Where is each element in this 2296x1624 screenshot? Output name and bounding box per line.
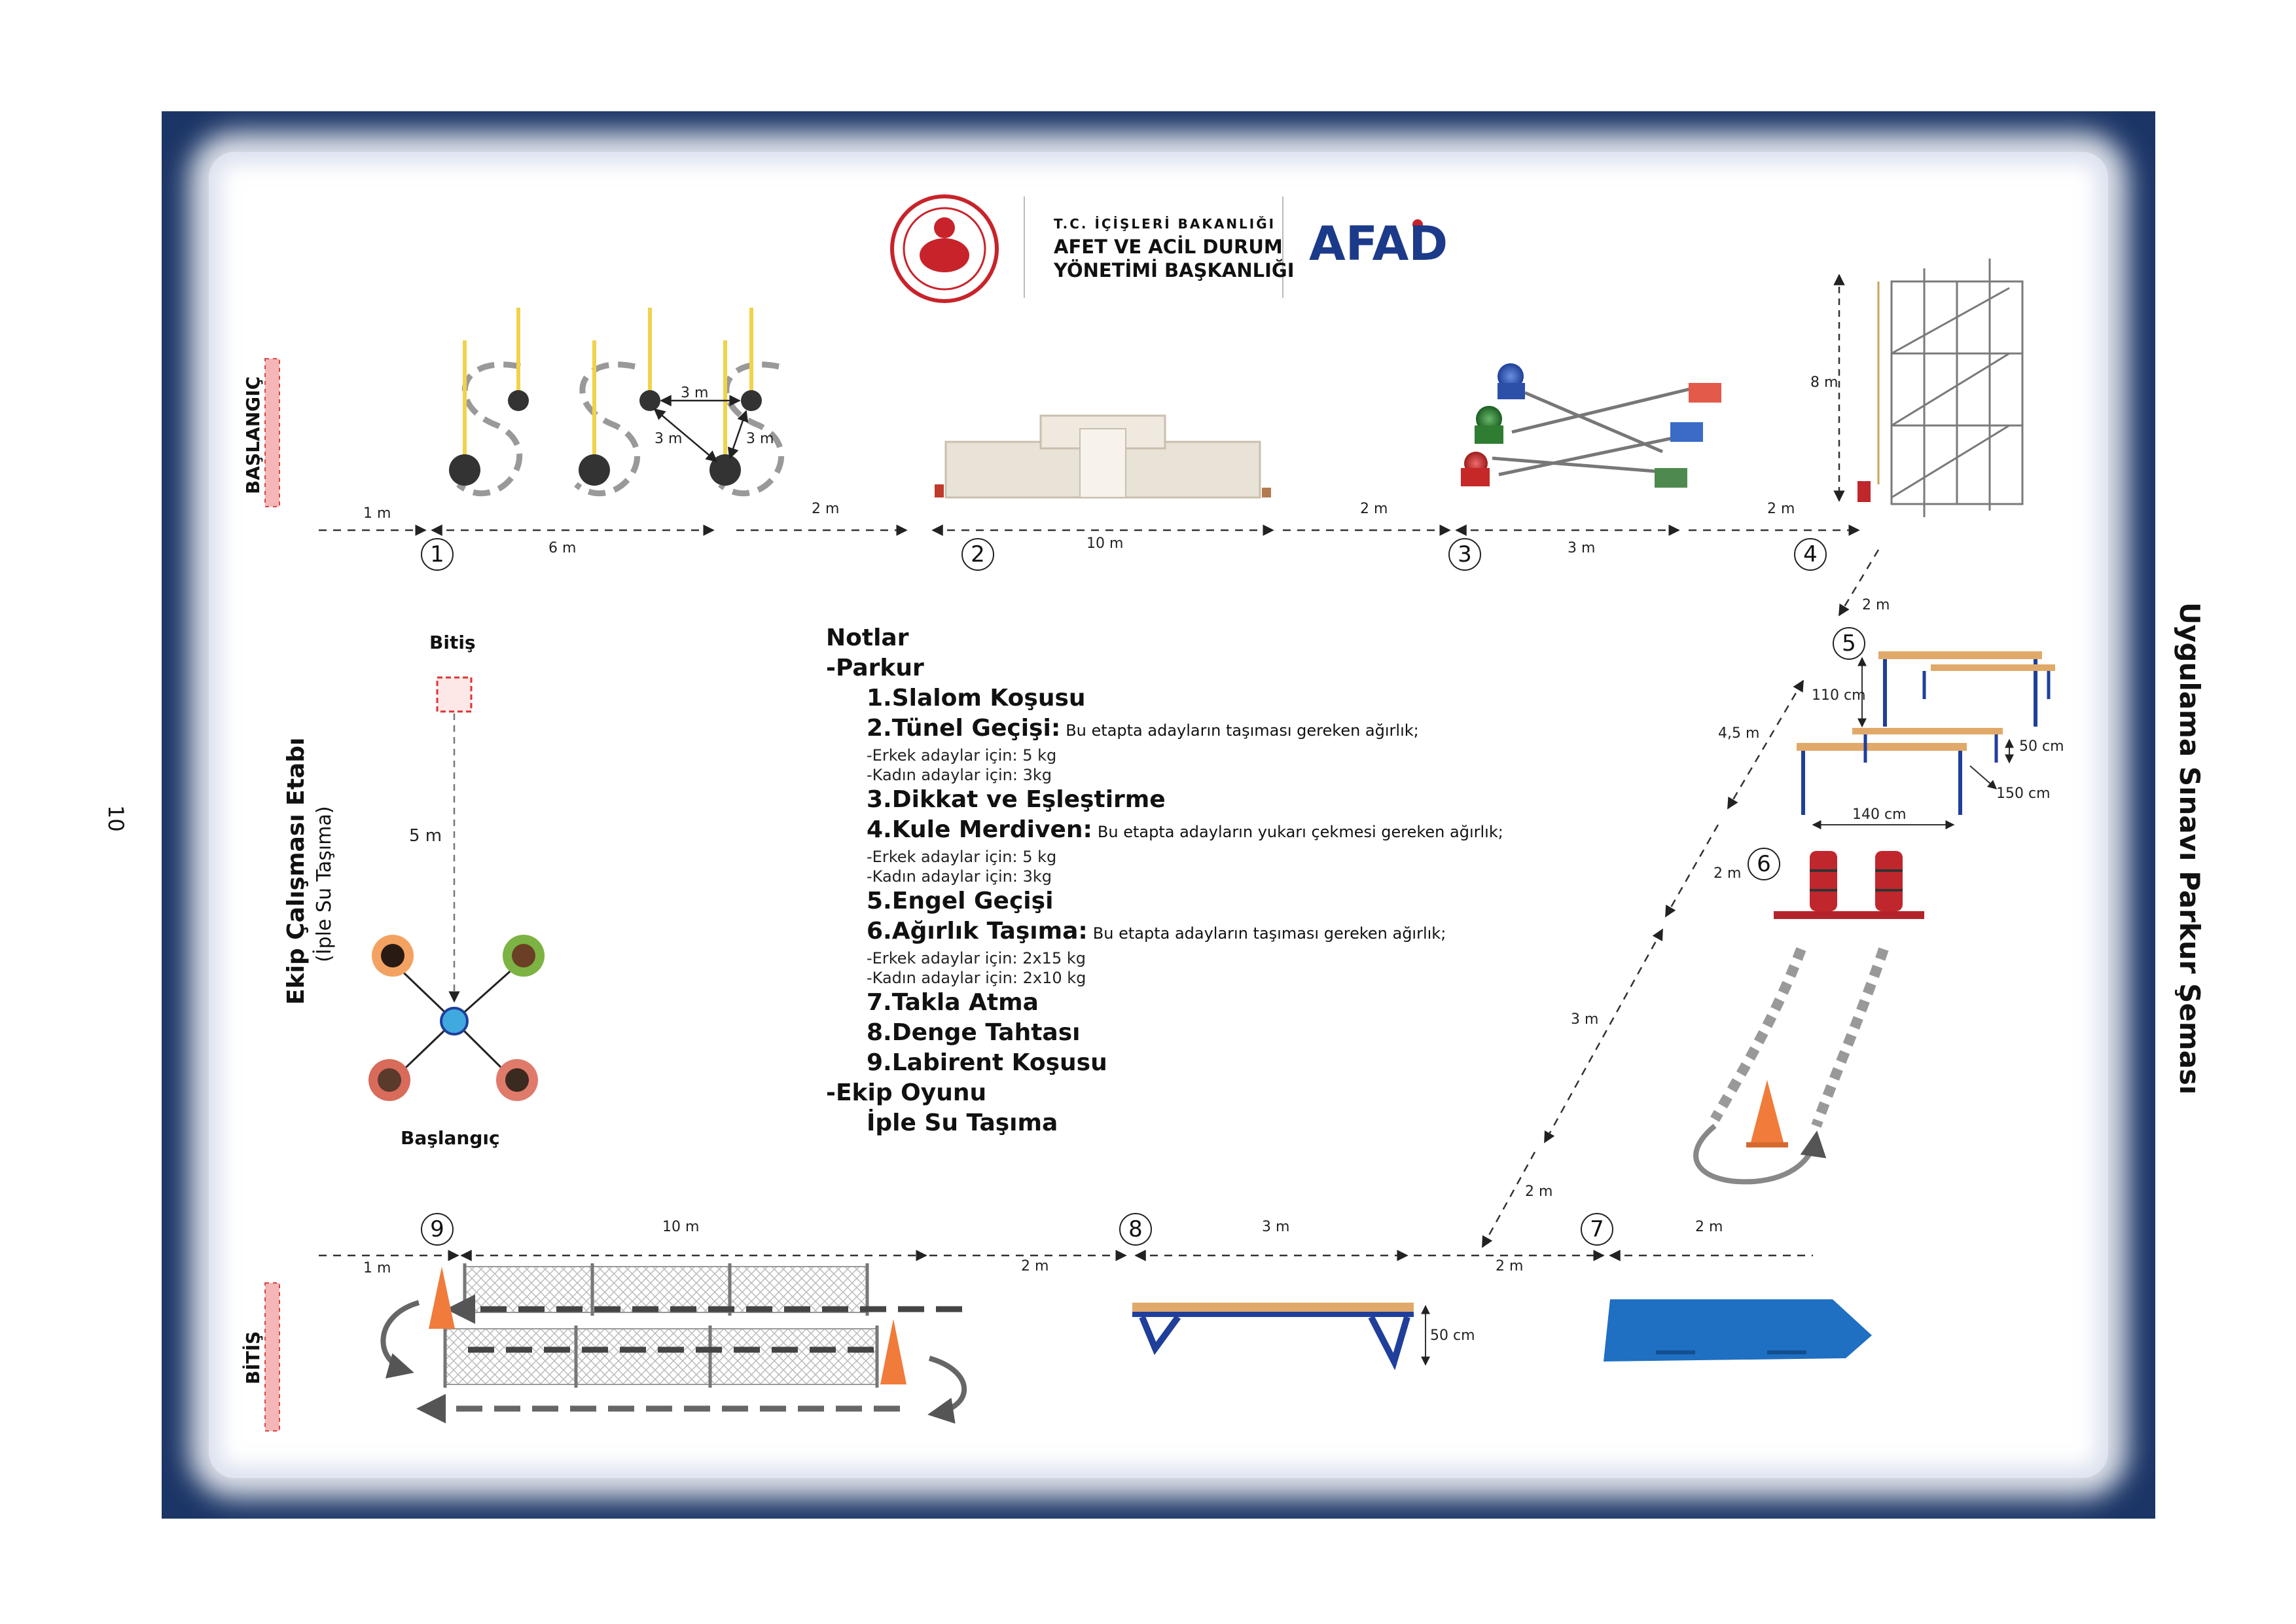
slalom-dim-3m-a: 3 m — [681, 385, 709, 401]
person-icon — [368, 1059, 410, 1101]
dim-2m-a: 2 m — [812, 501, 840, 517]
hurdles — [1797, 651, 2055, 829]
notes-team-game-item: İple Su Taşıma — [867, 1110, 1058, 1136]
dim-1m-top: 1 m — [363, 505, 391, 522]
note-item-4: 4.Kule Merdiven:Bu etapta adayların yuka… — [867, 816, 1503, 843]
notes-parkur: -Parkur — [826, 655, 924, 681]
notes-team-game: -Ekip Oyunu — [826, 1079, 987, 1106]
note-item-2-detail: Bu etapta adayların taşıması gereken ağı… — [1066, 721, 1419, 740]
afad-registered-icon — [1412, 219, 1423, 230]
side-title: Uygulama Sınavı Parkur Şeması — [2174, 602, 2206, 1095]
station-5: 5 — [1833, 627, 1865, 660]
start-bar — [264, 358, 280, 507]
dim-3m-bottom: 3 m — [1262, 1219, 1290, 1235]
station-6: 6 — [1748, 848, 1780, 880]
dim-10m-bottom: 10 m — [662, 1219, 700, 1235]
tumbling-mat — [1604, 1299, 1872, 1362]
note-item-6-female: -Kadın adaylar için: 2x10 kg — [867, 969, 1086, 987]
dim-1m-bottom: 1 m — [363, 1260, 391, 1276]
ministry-seal-icon — [890, 194, 999, 303]
team-game — [368, 676, 545, 1101]
note-item-3: 3.Dikkat ve Eşleştirme — [867, 786, 1166, 813]
right-diagonal-dimensions — [1481, 549, 1880, 1248]
note-item-2: 2.Tünel Geçişi:Bu etapta adayların taşım… — [867, 715, 1419, 742]
note-item-1: 1.Slalom Koşusu — [867, 685, 1086, 712]
notes-panel: Notlar -Parkur 1.Slalom Koşusu 2.Tünel G… — [826, 623, 1503, 1138]
note-item-7: 7.Takla Atma — [867, 989, 1039, 1016]
station-1: 1 — [421, 538, 454, 571]
dim-2m-b: 2 m — [1360, 501, 1388, 517]
station-8: 8 — [1119, 1213, 1152, 1246]
dim-140cm: 140 cm — [1852, 806, 1907, 823]
team-start-label: Başlangıç — [401, 1127, 500, 1149]
dim-110cm: 110 cm — [1812, 687, 1866, 704]
dim-3m-top: 3 m — [1568, 540, 1596, 556]
slalom-dim-3m-b: 3 m — [655, 431, 683, 447]
ministry-line1: T.C. İÇİŞLERİ BAKANLIĞI — [1054, 216, 1276, 232]
note-item-2-female: -Kadın adaylar için: 3kg — [867, 766, 1052, 784]
dim-2m-diag1: 2 m — [1862, 597, 1890, 613]
finish-label: BİTİŞ — [242, 1331, 264, 1384]
station-3: 3 — [1448, 538, 1481, 571]
page-number: 10 — [103, 805, 128, 832]
matching-station — [1461, 363, 1721, 488]
maze — [380, 1263, 967, 1424]
station-7: 7 — [1581, 1213, 1613, 1246]
station-2: 2 — [961, 538, 994, 571]
note-item-6-detail: Bu etapta adayların taşıması gereken ağı… — [1092, 924, 1446, 943]
dim-4-5m: 4,5 m — [1718, 725, 1760, 742]
note-item-4-detail: Bu etapta adayların yukarı çekmesi gerek… — [1097, 823, 1503, 841]
ladder-tower — [1857, 259, 2024, 517]
dim-150cm: 150 cm — [1996, 785, 2051, 802]
tunnel — [935, 414, 1271, 499]
dim-3m-diag: 3 m — [1571, 1011, 1599, 1028]
dim-6m: 6 m — [548, 540, 577, 556]
balance-beam — [1132, 1303, 1430, 1371]
finish-bar — [264, 1282, 280, 1432]
start-label: BAŞLANGIÇ — [242, 376, 264, 494]
note-item-8: 8.Denge Tahtası — [867, 1019, 1081, 1046]
carry-path — [1693, 947, 1889, 1185]
note-item-9: 9.Labirent Koşusu — [867, 1049, 1107, 1076]
station-4: 4 — [1794, 538, 1827, 571]
note-item-4-female: -Kadın adaylar için: 3kg — [867, 867, 1052, 886]
dim-10m-top: 10 m — [1086, 535, 1124, 552]
note-item-5: 5.Engel Geçişi — [867, 888, 1054, 914]
dim-50cm-hurdle: 50 cm — [2019, 738, 2064, 755]
dim-2m-c: 2 m — [1767, 501, 1795, 517]
team-section-subtitle: (İple Su Taşıma) — [313, 806, 336, 962]
dim-2m-bottom-a: 2 m — [1021, 1258, 1049, 1274]
note-item-2-male: -Erkek adaylar için: 5 kg — [867, 746, 1057, 765]
dim-8m: 8 m — [1810, 374, 1839, 391]
ministry-line2: AFET VE ACİL DURUM — [1054, 236, 1283, 258]
note-item-6: 6.Ağırlık Taşıma:Bu etapta adayların taş… — [867, 918, 1446, 945]
person-icon — [503, 935, 545, 977]
dim-50cm-beam: 50 cm — [1430, 1327, 1475, 1344]
dim-2m-diag3: 2 m — [1525, 1183, 1553, 1200]
ministry-line3: YÖNETİMİ BAŞKANLIĞI — [1054, 259, 1295, 281]
afad-logo: AFAD — [1309, 216, 1448, 271]
person-icon — [496, 1059, 538, 1101]
dim-2m-bottom-c: 2 m — [1695, 1219, 1723, 1235]
note-item-4-male: -Erkek adaylar için: 5 kg — [867, 848, 1057, 866]
slalom-course — [449, 308, 784, 496]
station-9: 9 — [421, 1213, 454, 1246]
team-section-title: Ekip Çalışması Etabı — [283, 737, 310, 1005]
note-item-6-male: -Erkek adaylar için: 2x15 kg — [867, 949, 1086, 967]
dim-2m-diag2: 2 m — [1713, 865, 1742, 882]
weight-bags — [1774, 851, 1924, 919]
dim-2m-bottom-b: 2 m — [1496, 1258, 1524, 1274]
team-distance: 5 m — [409, 826, 442, 846]
person-icon — [372, 935, 414, 977]
notes-title: Notlar — [826, 624, 909, 651]
team-finish-label: Bitiş — [429, 632, 476, 653]
slalom-dim-3m-c: 3 m — [746, 431, 774, 447]
